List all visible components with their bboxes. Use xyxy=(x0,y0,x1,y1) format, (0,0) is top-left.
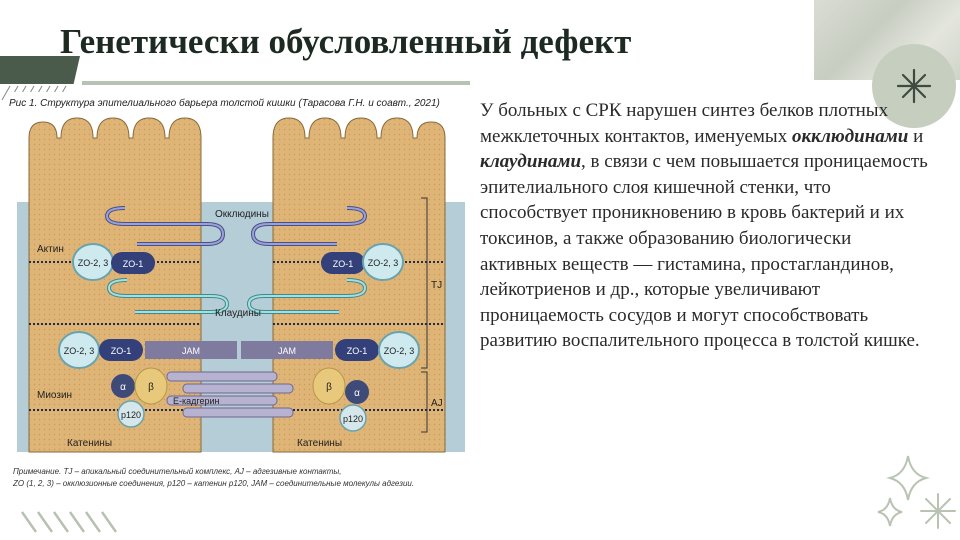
figure-caption: Рис 1. Структура эпителиального барьера … xyxy=(9,97,440,109)
p120-catenin-right xyxy=(339,404,367,432)
svg-text:p120: p120 xyxy=(121,410,141,420)
label-actin: Актин xyxy=(37,244,64,255)
slide-title: Генетически обусловленный дефект xyxy=(60,22,632,61)
label-e-cadherin: Е-кадгерин xyxy=(173,396,220,406)
title-accent-bar xyxy=(0,56,80,84)
svg-text:ZO-2, 3: ZO-2, 3 xyxy=(384,346,415,356)
title-underline xyxy=(82,81,470,85)
svg-text:ZO-1: ZO-1 xyxy=(347,346,368,356)
tj-bracket xyxy=(421,197,428,369)
left-cell xyxy=(28,117,202,453)
jam-left xyxy=(145,341,237,359)
e-cadherin-bars xyxy=(166,371,294,418)
zo23-top-right xyxy=(362,243,404,281)
svg-text:ZO-1: ZO-1 xyxy=(123,259,144,269)
zo1-top-left xyxy=(111,252,155,274)
epithelial-barrier-diagram: Рис 1. Структура эпителиального барьера … xyxy=(7,92,475,500)
jam-right xyxy=(241,341,333,359)
svg-text:ZO-2, 3: ZO-2, 3 xyxy=(64,346,95,356)
asterisk-small-icon xyxy=(920,493,956,529)
body-text-part-1: У больных с СРК нарушен синтез белков пл… xyxy=(480,100,889,147)
corner-circle xyxy=(872,44,956,128)
label-tj: TJ xyxy=(431,280,442,291)
svg-text:ZO-1: ZO-1 xyxy=(333,259,354,269)
term-claudins: клаудинами xyxy=(480,151,582,173)
p120-catenin-left xyxy=(117,400,145,428)
sparkle-large-icon xyxy=(886,455,930,501)
label-aj: AJ xyxy=(431,398,443,409)
svg-text:α: α xyxy=(354,388,360,399)
beta-catenin-right xyxy=(312,367,346,405)
aj-bracket xyxy=(421,371,428,433)
body-text-part-3: , в связи с чем повышается проницаемость… xyxy=(480,151,928,352)
svg-text:JAM: JAM xyxy=(182,346,200,356)
figure-note-line-2: ZO (1, 2, 3) – окклюзионные соединения, … xyxy=(12,479,414,488)
svg-text:β: β xyxy=(148,382,154,393)
zo1-top-right xyxy=(321,252,365,274)
sparkle-small-icon xyxy=(877,497,903,527)
svg-text:α: α xyxy=(120,382,126,393)
label-catenins-right: Катенины xyxy=(297,438,342,449)
svg-text:ZO-1: ZO-1 xyxy=(111,346,132,356)
term-occludins: окклюдинами xyxy=(791,125,909,147)
zo1-mid-left xyxy=(99,339,143,361)
svg-text:β: β xyxy=(326,382,332,393)
zo23-mid-right xyxy=(378,331,420,369)
svg-text:ZO-2, 3: ZO-2, 3 xyxy=(78,258,109,268)
body-paragraph: У больных с СРК нарушен синтез белков пл… xyxy=(480,98,930,354)
label-claudins: Клаудины xyxy=(215,308,261,319)
svg-text:ZO-2, 3: ZO-2, 3 xyxy=(368,258,399,268)
zo1-mid-right xyxy=(335,339,379,361)
sparkle-decoration xyxy=(877,455,956,529)
svg-text:JAM: JAM xyxy=(278,346,296,356)
asterisk-icon xyxy=(896,68,932,104)
label-myosin: Миозин xyxy=(37,390,72,401)
label-occludins: Окклюдины xyxy=(215,209,269,220)
alpha-catenin-left xyxy=(111,374,135,398)
label-catenins-left: Катенины xyxy=(67,438,112,449)
body-text-part-2: и xyxy=(908,125,924,147)
figure-note-line-1: Примечание. TJ – апикальный соединительн… xyxy=(13,467,342,476)
svg-text:p120: p120 xyxy=(343,414,363,424)
beta-catenin-left xyxy=(134,367,168,405)
bottom-hatch-decoration xyxy=(20,511,118,533)
alpha-catenin-right xyxy=(345,380,369,404)
